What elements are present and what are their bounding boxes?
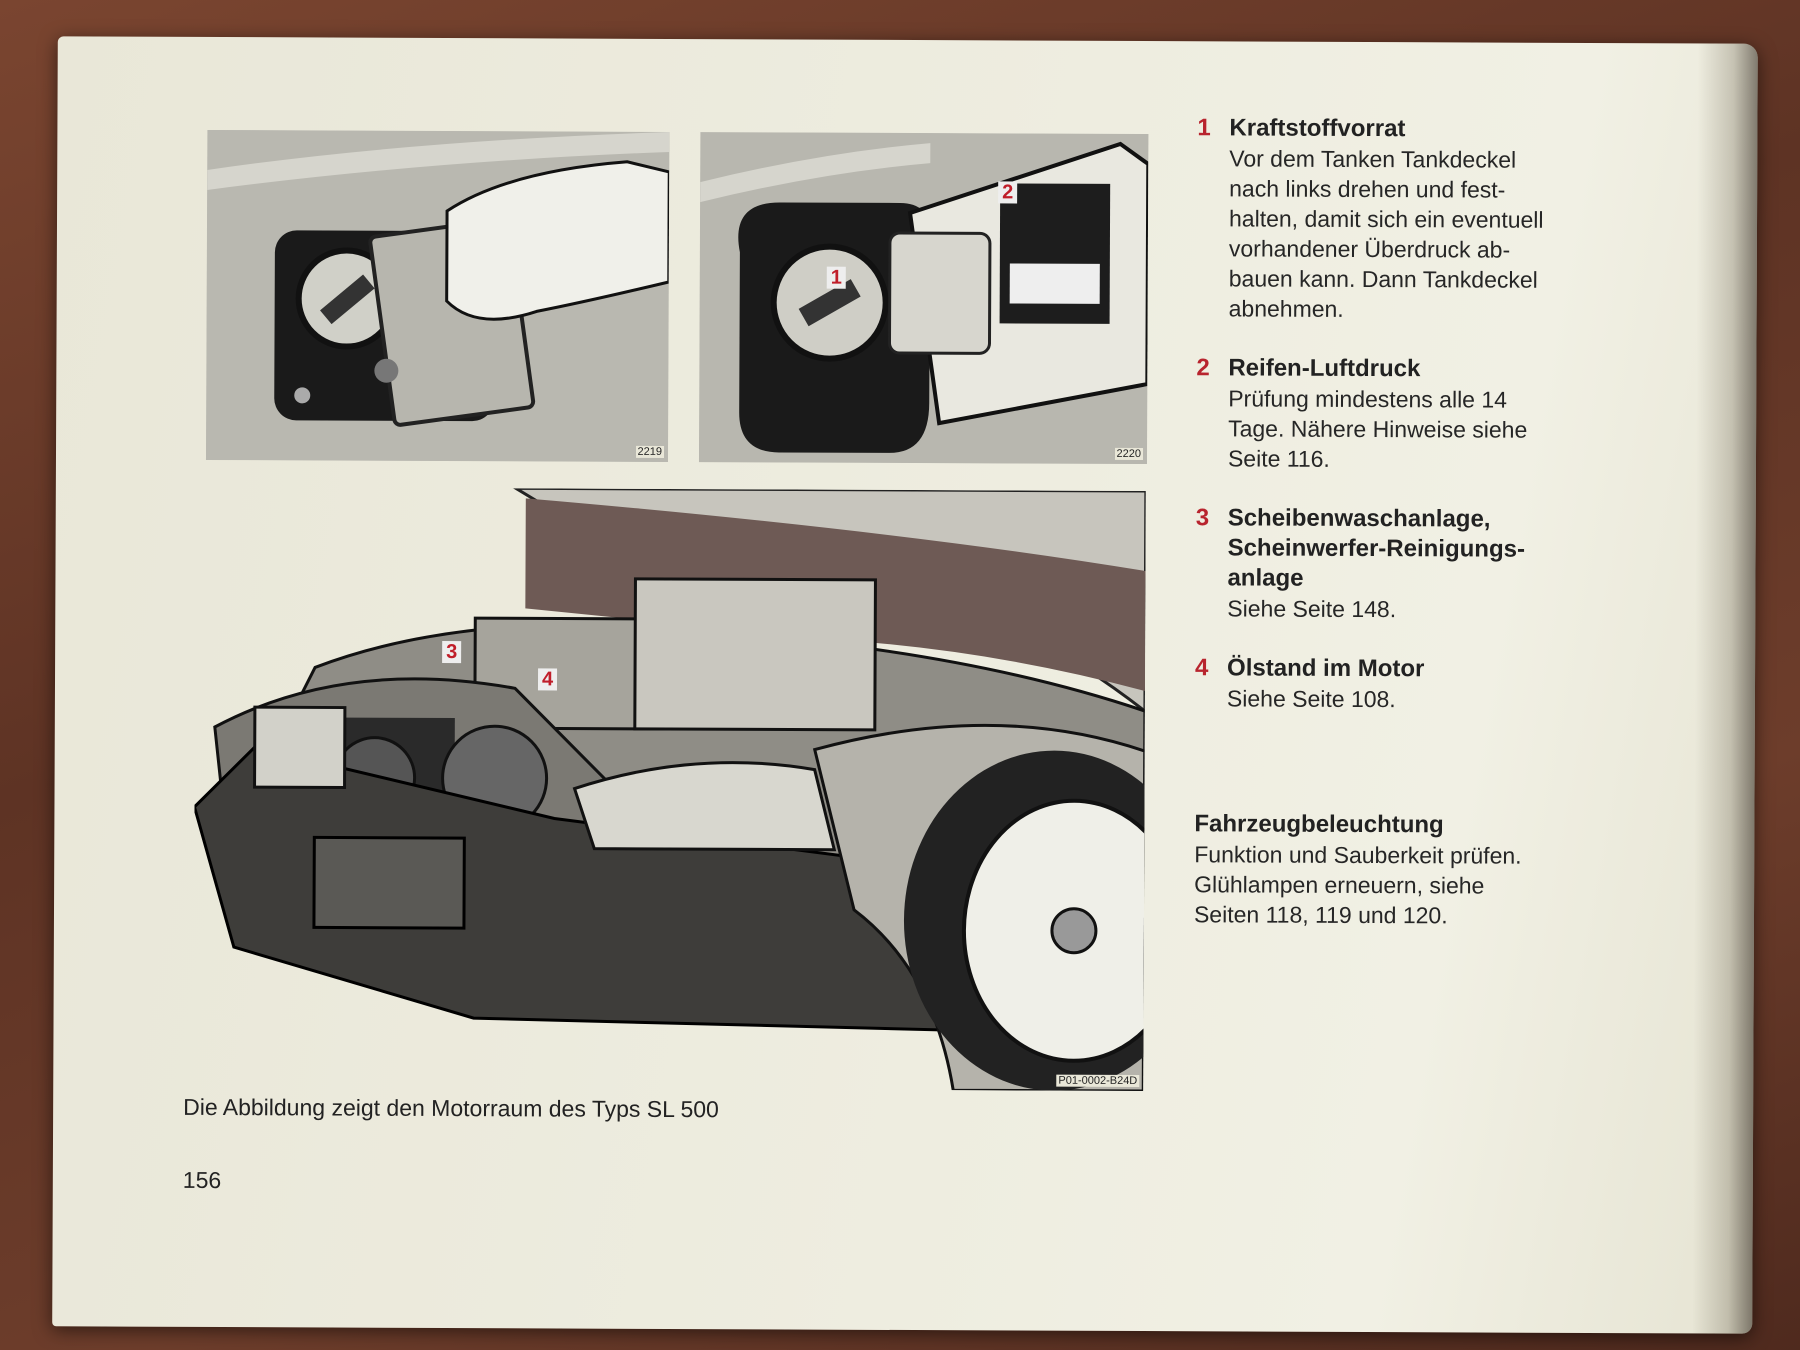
figure-label-1: 1: [826, 266, 846, 289]
item-text: Prüfung mindestens alle 14 Tage. Nähere …: [1227, 385, 1528, 472]
list-item: 1 Kraftstoffvorrat Vor dem Tanken Tankde…: [1197, 113, 1678, 325]
item-text: Siehe Seite 148.: [1227, 595, 1397, 623]
section-text: Funktion und Sauberkeit prüfen. Glühlamp…: [1193, 841, 1522, 929]
item-title: Reifen-Luftdruck: [1228, 354, 1421, 383]
list-item: 2 Reifen-Luftdruck Prüfung mindestens al…: [1196, 353, 1677, 475]
figure-code-engine: P01-0002-B24D: [1056, 1074, 1140, 1088]
page-number: 156: [182, 1166, 222, 1194]
page-spine-shadow: [1692, 43, 1758, 1334]
item-number: 1: [1197, 114, 1211, 142]
item-number: 3: [1195, 504, 1210, 532]
manual-page: 2219 1 2 2220: [52, 36, 1758, 1334]
figure-code-2220: 2220: [1114, 447, 1144, 461]
list-item: 4 Ölstand im Motor Siehe Seite 108.: [1195, 653, 1675, 715]
list-item: 3 Scheibenwaschanlage, Scheinwerfer-Rein…: [1195, 503, 1676, 625]
figure-tire-pressure-label: 1 2 2220: [698, 132, 1149, 465]
fuel-cap-illustration: [205, 129, 670, 462]
figure-code-2219: 2219: [635, 445, 665, 458]
item-title: Ölstand im Motor: [1227, 654, 1425, 683]
item-title: Kraftstoffvorrat: [1229, 114, 1406, 143]
figure-label-4: 4: [537, 668, 558, 691]
item-text: Vor dem Tanken Tankdeckel nach links dre…: [1228, 145, 1544, 322]
item-title: Scheibenwaschanlage, Scheinwerfer-Reinig…: [1227, 504, 1526, 592]
section-title: Fahrzeugbeleuchtung: [1194, 810, 1444, 839]
item-text: Siehe Seite 108.: [1226, 685, 1396, 713]
figure-engine-bay: 3 4 P01-0002-B24D: [193, 486, 1146, 1092]
figure-label-3: 3: [442, 640, 462, 664]
lighting-section: Fahrzeugbeleuchtung Funktion und Sauberk…: [1194, 809, 1665, 931]
item-number: 4: [1195, 654, 1209, 682]
tire-label-illustration: [698, 132, 1149, 465]
maintenance-items-list: 1 Kraftstoffvorrat Vor dem Tanken Tankde…: [1195, 113, 1678, 745]
figure-fuel-cap: 2219: [205, 129, 670, 462]
engine-bay-illustration: [193, 486, 1146, 1092]
figure-label-2: 2: [998, 181, 1018, 204]
item-number: 2: [1196, 354, 1210, 382]
figure-caption: Die Abbildung zeigt den Motorraum des Ty…: [183, 1093, 719, 1123]
